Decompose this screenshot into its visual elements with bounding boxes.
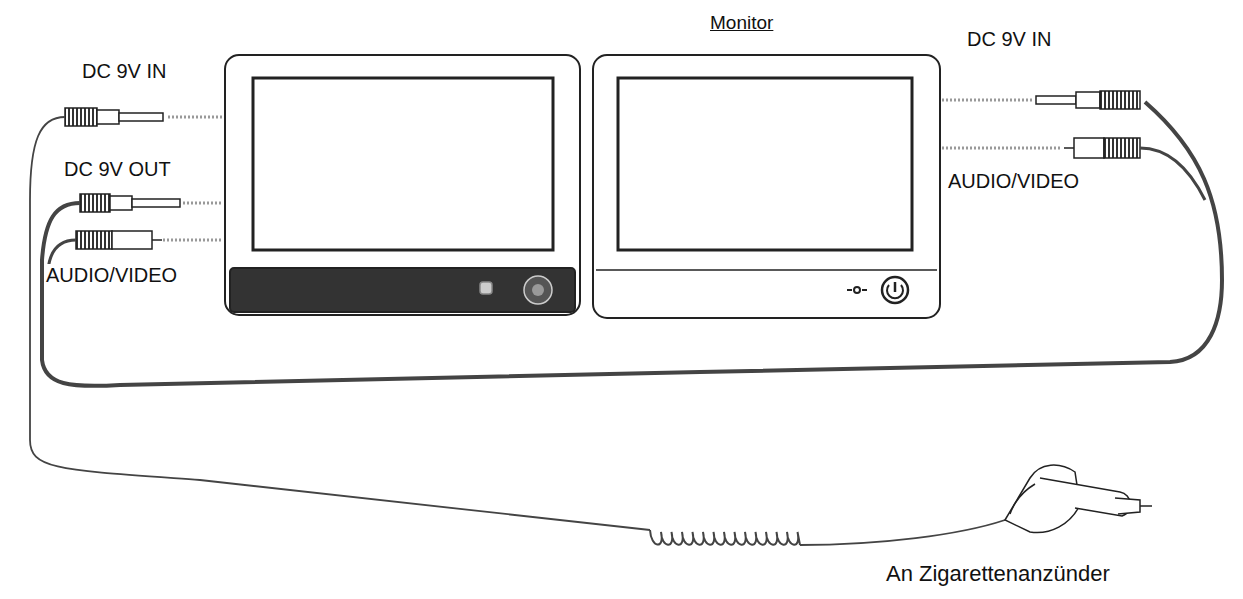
link-cable xyxy=(42,102,1222,386)
right-av-plug xyxy=(1064,138,1140,158)
dc-out-plug xyxy=(80,194,180,212)
port-label: DC 9V OUT xyxy=(62,158,173,180)
lighter-plug xyxy=(1005,465,1152,532)
port-label: AUDIO/VIDEO xyxy=(44,264,179,286)
power-button xyxy=(882,277,908,303)
monitor-unit: Monitor xyxy=(593,55,940,318)
port-label: AUDIO/VIDEO xyxy=(946,170,1081,192)
port-label: DC 9V IN xyxy=(80,60,168,82)
av-plug xyxy=(76,231,162,249)
right-monitor xyxy=(593,55,940,318)
left-monitor xyxy=(225,55,580,315)
dc-in-plug xyxy=(65,108,163,126)
right-dc-in-plug xyxy=(1036,91,1140,109)
right-screen xyxy=(618,78,912,250)
coiled-cord xyxy=(650,530,800,545)
unit-heading: Monitor xyxy=(710,13,773,34)
port-label: DC 9V IN xyxy=(965,28,1053,50)
left-screen xyxy=(253,78,553,250)
power-cable xyxy=(30,117,650,530)
control-panel xyxy=(230,268,575,312)
plug-note: An Zigarettenanzünder xyxy=(884,562,1112,586)
